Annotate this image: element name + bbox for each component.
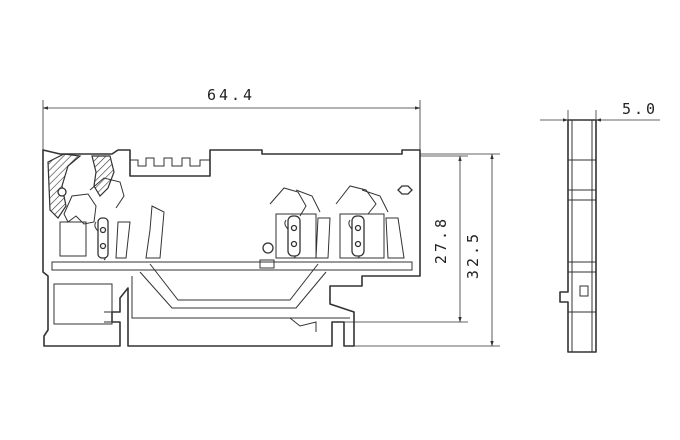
bridge-line-2: [139, 271, 327, 309]
dimensions: 64.4 5.0 27.8 32.5: [42, 86, 660, 347]
right-clamp-lever: [335, 185, 377, 215]
left-pin-hole: [57, 187, 67, 197]
left-hatched-section-2: [91, 155, 115, 197]
right-hex-nut: [397, 185, 413, 195]
right-foot-hook: [289, 317, 317, 332]
right-cage: [339, 213, 385, 259]
left-cage: [59, 221, 87, 257]
right-wedge: [385, 217, 405, 259]
mid-cage: [275, 213, 317, 259]
front-view: [42, 149, 421, 347]
housing-outline: [42, 149, 421, 347]
foot-slot: [104, 311, 113, 323]
inner-base: [131, 276, 350, 319]
side-clip: [579, 285, 589, 297]
side-width-label: 5.0: [622, 100, 658, 118]
mid-rivet-2: [290, 240, 298, 248]
height-overall-label: 32.5: [464, 231, 482, 279]
side-view: [559, 119, 597, 353]
width-label: 64.4: [207, 86, 255, 104]
right-rivet-2: [354, 240, 362, 248]
mid-clamp-arm: [295, 189, 321, 213]
right-clamp-arm: [361, 189, 389, 213]
left-clamp-body: [63, 193, 97, 225]
bridge-line: [149, 263, 319, 301]
left-spring-slot: [97, 217, 109, 259]
right-spring-slot: [351, 215, 365, 257]
center-pin-hole: [262, 242, 274, 254]
mid-spring-slot: [287, 215, 301, 257]
mid-rivet-1: [290, 224, 298, 232]
left-hatched-section: [47, 153, 82, 219]
center-wedge: [145, 205, 165, 259]
center-rail-clip: [259, 259, 275, 269]
left-spring-rivet-1: [99, 226, 107, 234]
height-inner-label: 27.8: [432, 216, 450, 264]
mid-clamp-lever: [269, 187, 307, 217]
left-spring-rivet-2: [99, 242, 107, 250]
left-wedge: [115, 221, 131, 259]
left-clamp-lever: [89, 177, 125, 209]
right-rivet-1: [354, 224, 362, 232]
mid-wedge: [315, 217, 331, 259]
inner-frame: [51, 261, 413, 271]
left-foot-pocket: [53, 283, 113, 325]
top-teeth: [130, 157, 210, 167]
side-outline: [559, 119, 597, 353]
